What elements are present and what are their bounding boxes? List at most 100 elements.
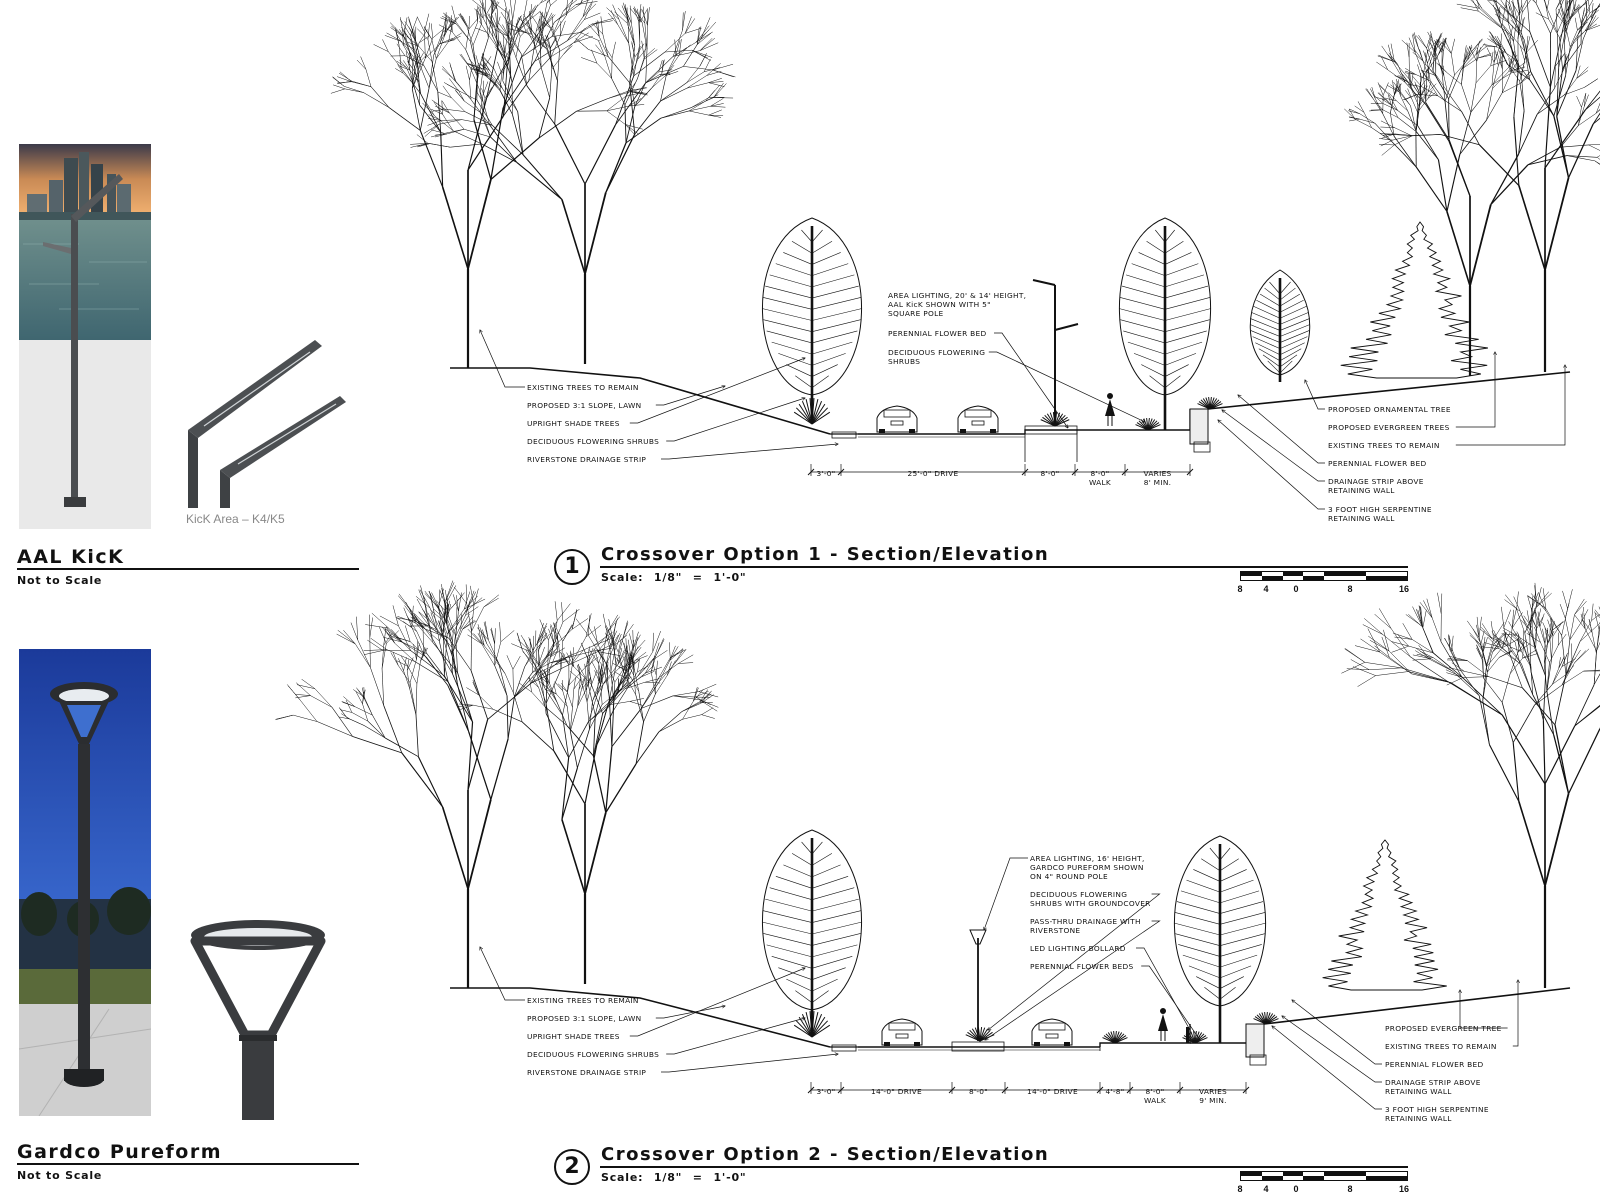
right-note: EXISTING TREES TO REMAIN bbox=[1328, 441, 1440, 450]
fixture-scale-note: Not to Scale bbox=[17, 574, 103, 587]
right-note-line: PERENNIAL FLOWER BED bbox=[1328, 459, 1427, 468]
right-note-line: RETAINING WALL bbox=[1385, 1087, 1452, 1096]
dimension-label: 8'-0" bbox=[1040, 469, 1059, 478]
section-1-rule bbox=[600, 566, 1408, 568]
dimension-label-line: 4'-8" bbox=[1105, 1087, 1124, 1096]
dimension-label-line: 8'-0" bbox=[969, 1087, 988, 1096]
section-1-scale: Scale: 1/8" = 1'-0" bbox=[601, 571, 747, 584]
upright-shade-tree bbox=[1118, 217, 1212, 430]
dimension-label: 8'-0" bbox=[969, 1087, 988, 1096]
left-note: EXISTING TREES TO REMAIN bbox=[527, 996, 639, 1005]
dimension-label-line: 14'-0" DRIVE bbox=[1027, 1087, 1078, 1096]
left-note: PROPOSED 3:1 SLOPE, LAWN bbox=[527, 401, 642, 410]
kick-fixture-detail bbox=[188, 340, 346, 508]
left-note-line: EXISTING TREES TO REMAIN bbox=[527, 996, 639, 1005]
section-1-scalebar: 8 4 0 8 16 bbox=[1237, 571, 1410, 594]
existing-tree bbox=[275, 580, 620, 988]
flower-bed bbox=[1197, 397, 1223, 410]
right-note-line: PROPOSED ORNAMENTAL TREE bbox=[1328, 405, 1451, 414]
light-pole bbox=[1032, 279, 1079, 426]
section-2-title: Crossover Option 2 - Section/Elevation bbox=[601, 1144, 1050, 1165]
section-2-scale: Scale: 1/8" = 1'-0" bbox=[601, 1171, 747, 1184]
right-note-line: DRAINAGE STRIP ABOVE bbox=[1328, 477, 1424, 486]
left-note-line: EXISTING TREES TO REMAIN bbox=[527, 383, 639, 392]
right-note-line: RETAINING WALL bbox=[1385, 1114, 1452, 1123]
scalebar-label: 4 bbox=[1263, 584, 1269, 594]
pureform-fixture-detail bbox=[190, 920, 326, 1120]
right-note: PROPOSED EVERGREEN TREES bbox=[1328, 423, 1450, 432]
dimension-label-line: 14'-0" DRIVE bbox=[871, 1087, 922, 1096]
left-note: EXISTING TREES TO REMAIN bbox=[527, 383, 639, 392]
scalebar-label: 8 bbox=[1347, 1184, 1353, 1194]
left-note-line: RIVERSTONE DRAINAGE STRIP bbox=[527, 1068, 646, 1077]
flower-bed bbox=[1102, 1031, 1128, 1044]
center-note-line: RIVERSTONE bbox=[1030, 926, 1080, 935]
right-note-line: PERENNIAL FLOWER BED bbox=[1385, 1060, 1484, 1069]
dimension-label-line: 8'-0" bbox=[1040, 469, 1059, 478]
center-note: AREA LIGHTING, 20' & 14' HEIGHT,AAL KicK… bbox=[888, 291, 1026, 318]
section-2-number: 2 bbox=[554, 1149, 590, 1185]
scalebar-label: 8 bbox=[1237, 1184, 1243, 1194]
center-note-line: PERENNIAL FLOWER BEDS bbox=[1030, 962, 1134, 971]
center-note-line: DECIDUOUS FLOWERING bbox=[1030, 890, 1127, 899]
center-note-line: DECIDUOUS FLOWERING bbox=[888, 348, 985, 357]
existing-tree bbox=[1341, 582, 1600, 988]
center-note-line: LED LIGHTING BOLLARD bbox=[1030, 944, 1126, 953]
dimension-label: 3'-0" bbox=[816, 1087, 835, 1096]
center-note-line: AREA LIGHTING, 20' & 14' HEIGHT, bbox=[888, 291, 1026, 300]
fixture-rule bbox=[17, 568, 359, 570]
kick-caption: KicK Area – K4/K5 bbox=[186, 512, 285, 526]
kick-fixture-photo bbox=[19, 144, 151, 529]
center-note: PERENNIAL FLOWER BED bbox=[888, 329, 987, 338]
existing-tree bbox=[1378, 0, 1600, 372]
upright-shade-tree bbox=[761, 217, 863, 424]
dimension-label: 4'-8" bbox=[1105, 1087, 1124, 1096]
dimension-label: 25'-0" DRIVE bbox=[908, 469, 959, 478]
fixture-rule bbox=[17, 1163, 359, 1165]
scalebar-label: 0 bbox=[1293, 1184, 1299, 1194]
dimension-label-line: WALK bbox=[1144, 1096, 1166, 1105]
section-1-number: 1 bbox=[554, 549, 590, 585]
upright-shade-tree bbox=[1173, 835, 1267, 1043]
existing-tree bbox=[330, 0, 648, 368]
scalebar-label: 16 bbox=[1398, 584, 1410, 594]
scalebar-label: 8 bbox=[1347, 584, 1353, 594]
center-note-line: SQUARE POLE bbox=[888, 309, 944, 318]
right-note-line: EXISTING TREES TO REMAIN bbox=[1385, 1042, 1497, 1051]
center-note-line: AAL KicK SHOWN WITH 5" bbox=[888, 300, 991, 309]
left-note: DECIDUOUS FLOWERING SHRUBS bbox=[527, 437, 659, 446]
section-2-scalebar: 8 4 0 8 16 bbox=[1237, 1171, 1409, 1194]
left-note: RIVERSTONE DRAINAGE STRIP bbox=[527, 1068, 646, 1077]
existing-tree bbox=[410, 2, 736, 364]
center-note-line: PERENNIAL FLOWER BED bbox=[888, 329, 987, 338]
flower-bed bbox=[1253, 1012, 1279, 1025]
dimension-label: 8'-0"WALK bbox=[1089, 469, 1111, 487]
pedestrian bbox=[1105, 393, 1115, 426]
center-note-line: SHRUBS WITH GROUNDCOVER bbox=[1030, 899, 1151, 908]
lighting-bollard bbox=[1186, 1027, 1189, 1043]
upright-shade-tree bbox=[761, 829, 863, 1037]
ground-profile bbox=[450, 367, 1571, 462]
dimension-label-line: VARIES bbox=[1199, 1087, 1227, 1096]
right-note: PERENNIAL FLOWER BED bbox=[1385, 1060, 1484, 1069]
dimension-label-line: 9' MIN. bbox=[1199, 1096, 1227, 1105]
evergreen-tree bbox=[1322, 839, 1447, 991]
dimension-label-line: 3'-0" bbox=[816, 1087, 835, 1096]
center-note-line: ON 4" ROUND POLE bbox=[1030, 872, 1108, 881]
right-note: EXISTING TREES TO REMAIN bbox=[1385, 1042, 1497, 1051]
right-note-line: RETAINING WALL bbox=[1328, 514, 1395, 523]
right-note-line: 3 FOOT HIGH SERPENTINE bbox=[1328, 505, 1432, 514]
dimension-label-line: 8'-0" bbox=[1090, 469, 1109, 478]
right-note-line: DRAINAGE STRIP ABOVE bbox=[1385, 1078, 1481, 1087]
right-note: PROPOSED ORNAMENTAL TREE bbox=[1328, 405, 1451, 414]
left-note: RIVERSTONE DRAINAGE STRIP bbox=[527, 455, 646, 464]
